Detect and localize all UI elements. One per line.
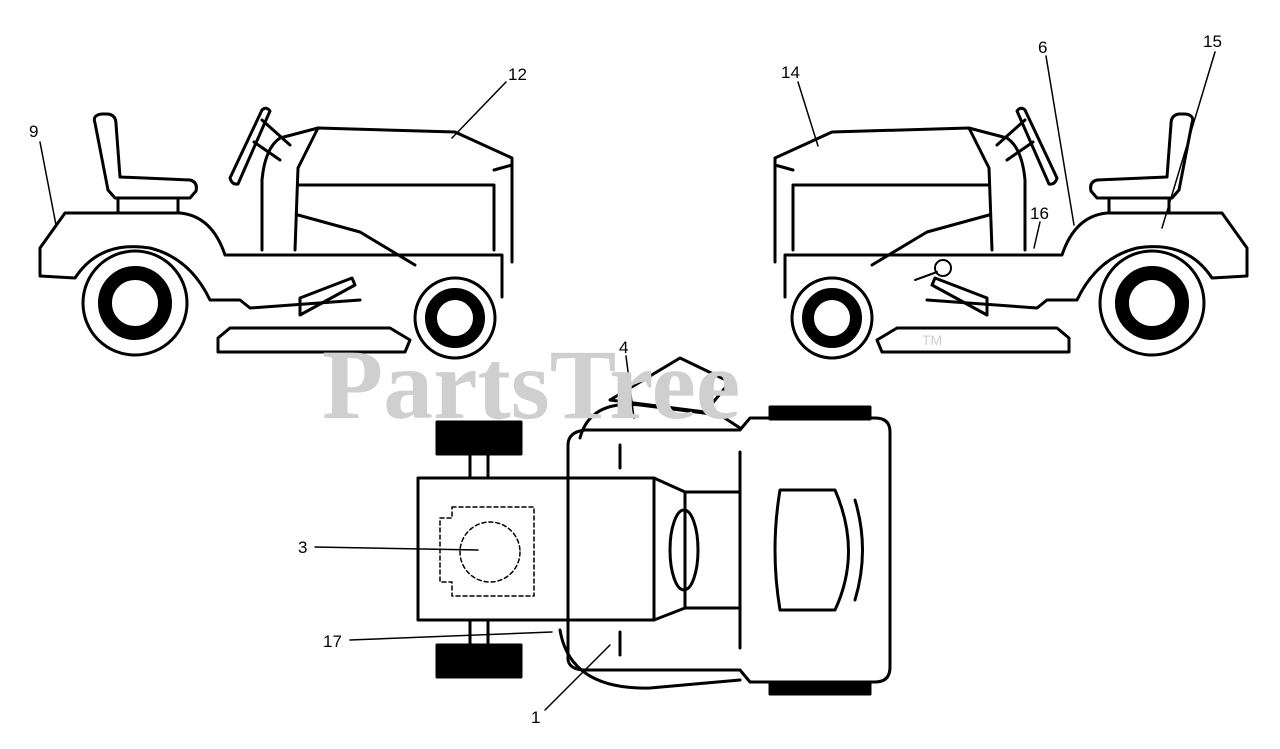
steering-column [252, 118, 292, 162]
seat [1089, 112, 1195, 200]
seat-base [116, 196, 180, 215]
deck-outline [558, 402, 742, 690]
tractor-right-side-view [773, 106, 1249, 360]
grille-side [773, 163, 991, 267]
front-wheel [790, 276, 874, 360]
tractor-left-side-view [38, 106, 514, 360]
callout-15: 15 [1203, 32, 1222, 51]
steering-column [995, 118, 1035, 162]
rear-tire-bottom [435, 643, 523, 679]
callout-6: 6 [1038, 38, 1047, 57]
hood-panel [791, 126, 994, 252]
footrest [298, 276, 357, 317]
decal-area [439, 506, 535, 597]
callout-12: 12 [508, 65, 527, 84]
watermark-tm: TM [922, 332, 942, 348]
callout-16: 16 [1030, 204, 1049, 223]
hood [773, 126, 1027, 264]
callout-1: 1 [531, 708, 540, 727]
callout-17: 17 [323, 632, 342, 651]
rear-wheel [1098, 249, 1206, 357]
steering-top [683, 490, 742, 610]
hood-top [773, 488, 850, 612]
seat [92, 112, 198, 200]
rear-fender [783, 211, 1249, 310]
steering-wheel [228, 106, 272, 186]
grille-side [296, 163, 514, 267]
front-tire-bottom [768, 680, 872, 696]
leader-lines [39, 51, 1216, 711]
footrest [930, 276, 989, 317]
rear-wheel [81, 249, 189, 357]
mower-deck [216, 326, 412, 354]
front-wheel [413, 276, 497, 360]
callout-9: 9 [29, 122, 38, 141]
hood [260, 126, 514, 264]
callout-3: 3 [298, 538, 307, 557]
rear-tire-top [435, 420, 523, 456]
key-icon [934, 259, 952, 277]
hood-panel [293, 126, 496, 252]
steering-wheel [1015, 106, 1059, 186]
callout-4: 4 [619, 338, 628, 357]
tractor-top-view [416, 356, 892, 696]
seat-base [1107, 196, 1171, 215]
callout-14: 14 [781, 63, 800, 82]
body-outline [566, 416, 892, 684]
rear-fender [38, 211, 504, 310]
watermark-text: PartsTree [322, 329, 740, 440]
mower-deck [875, 326, 1071, 354]
